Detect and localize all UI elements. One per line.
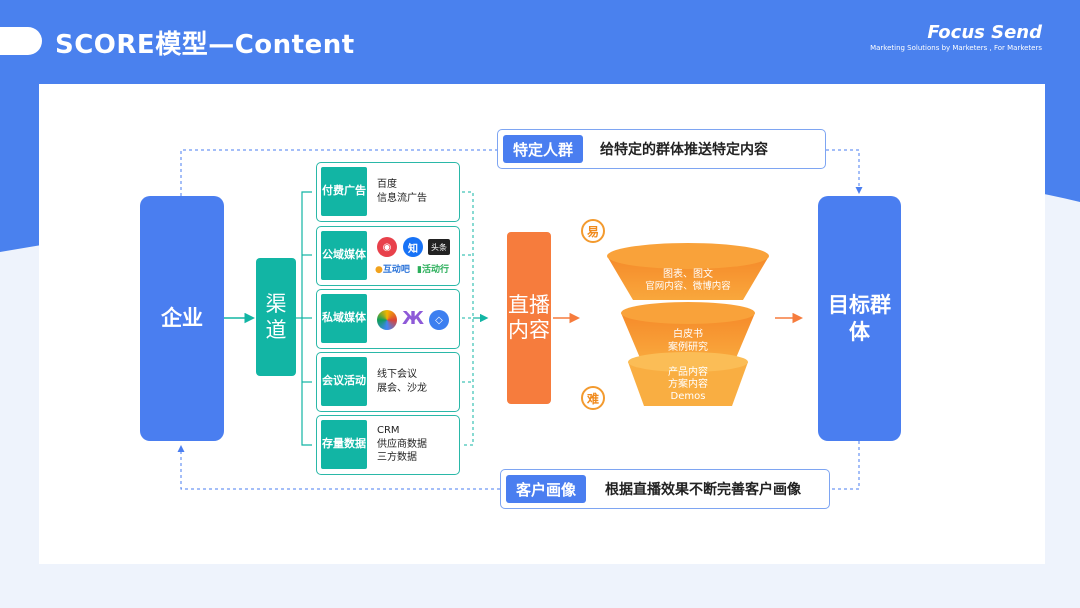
hudongba-label: 互动吧 xyxy=(382,265,410,275)
easy-marker: 易 xyxy=(581,219,605,243)
top-band: 特定人群 给特定的群体推送特定内容 xyxy=(497,129,826,169)
source-meetings: 会议活动 线下会议 展会、沙龙 xyxy=(316,352,460,412)
funnel-layer-2 xyxy=(621,302,755,358)
source-public-media: 公域媒体 ◉ 知 头条 ●互动吧 ▮活动行 xyxy=(316,226,460,286)
enterprise-block: 企业 xyxy=(140,196,224,441)
hard-marker: 难 xyxy=(581,386,605,410)
source-item: CRM xyxy=(377,425,400,437)
logo-brand: Focus Send xyxy=(927,22,1042,43)
service-icon: ◇ xyxy=(429,310,449,330)
photos-icon xyxy=(377,310,397,330)
funnel-text-3: 产品内容 方案内容 Demos xyxy=(628,367,748,403)
funnel-text-1: 图表、图文 官网内容、微博内容 xyxy=(618,268,758,293)
funnel-line: 方案内容 xyxy=(668,379,708,390)
butterfly-icon: Ж xyxy=(402,308,425,329)
source-items: 线下会议 展会、沙龙 xyxy=(377,353,427,410)
source-item: 线下会议 xyxy=(377,369,417,380)
funnel-line: Demos xyxy=(670,391,706,402)
target-group-block: 目标群体 xyxy=(818,196,901,441)
funnel-layer-1 xyxy=(607,243,769,300)
source-item: 信息流广告 xyxy=(377,192,427,204)
source-label: 公域媒体 xyxy=(321,231,367,280)
toutiao-icon: 头条 xyxy=(428,239,450,255)
weibo-icon: ◉ xyxy=(377,237,397,257)
source-label: 私域媒体 xyxy=(321,294,367,343)
funnel-layer-3 xyxy=(628,352,748,406)
page-title: SCORE模型—Content xyxy=(55,30,355,60)
band-body: 根据直播效果不断完善客户画像 xyxy=(605,481,801,498)
source-label: 会议活动 xyxy=(321,357,367,406)
bottom-band: 客户画像 根据直播效果不断完善客户画像 xyxy=(500,469,830,509)
source-item: 三方数据 xyxy=(377,452,417,464)
source-private-media: 私域媒体 Ж ◇ xyxy=(316,289,460,349)
band-head: 客户画像 xyxy=(506,475,587,503)
funnel-line: 产品内容 xyxy=(668,367,708,378)
source-item: 供应商数据 xyxy=(377,438,427,450)
funnel-line: 案例研究 xyxy=(668,342,708,353)
funnel-line: 白皮书 xyxy=(673,329,703,340)
band-body: 给特定的群体推送特定内容 xyxy=(600,141,768,158)
band-head: 特定人群 xyxy=(503,135,584,163)
source-items: 百度 信息流广告 xyxy=(377,163,427,220)
funnel-line: 官网内容、微博内容 xyxy=(645,281,731,292)
funnel-text-2: 白皮书 案例研究 xyxy=(628,328,748,354)
source-item: 百度 xyxy=(377,179,397,190)
live-content-block: 直播内容 xyxy=(507,232,551,404)
channel-block: 渠道 xyxy=(256,258,296,376)
hudongba-icon: ●互动吧 xyxy=(375,265,410,275)
logo-tagline: Marketing Solutions by Marketers , For M… xyxy=(870,44,1042,52)
header-bar: SCORE模型—Content Focus Send Marketing Sol… xyxy=(0,0,1080,82)
zhihu-icon: 知 xyxy=(403,237,423,257)
source-stored-data: 存量数据 CRM 供应商数据 三方数据 xyxy=(316,415,460,475)
source-label: 存量数据 xyxy=(321,420,367,469)
source-item: 展会、沙龙 xyxy=(377,382,427,394)
source-paid-ads: 付费广告 百度 信息流广告 xyxy=(316,162,460,222)
source-items: CRM 供应商数据 三方数据 xyxy=(377,416,427,473)
brand-logo: Focus Send Marketing Solutions by Market… xyxy=(870,22,1042,52)
huodongxing-label: 活动行 xyxy=(421,265,449,275)
source-label: 付费广告 xyxy=(321,167,367,216)
huodongxing-icon: ▮活动行 xyxy=(417,265,449,275)
funnel-line: 图表、图文 xyxy=(663,269,713,280)
header-pill xyxy=(0,27,42,55)
